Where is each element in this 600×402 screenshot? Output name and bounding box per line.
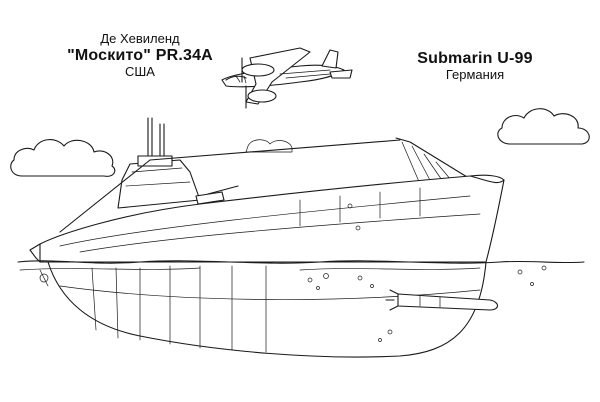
submarine-caption: Submarin U-99 Германия (395, 50, 555, 83)
aircraft-model: "Москито" PR.34A (67, 46, 213, 64)
aircraft-maker: Де Хевиленд (100, 31, 180, 46)
aircraft-country: США (125, 64, 155, 80)
mosquito-aircraft-drawing (221, 47, 353, 109)
submarine-country: Германия (445, 67, 505, 83)
cloud-center (245, 139, 293, 153)
cloud-right (497, 108, 590, 145)
submarine-model: Submarin U-99 (417, 50, 533, 67)
aircraft-caption: Де Хевиленд "Москито" PR.34A США (40, 31, 240, 80)
submarine-u99-drawing (17, 117, 585, 358)
cloud-left (10, 139, 116, 177)
